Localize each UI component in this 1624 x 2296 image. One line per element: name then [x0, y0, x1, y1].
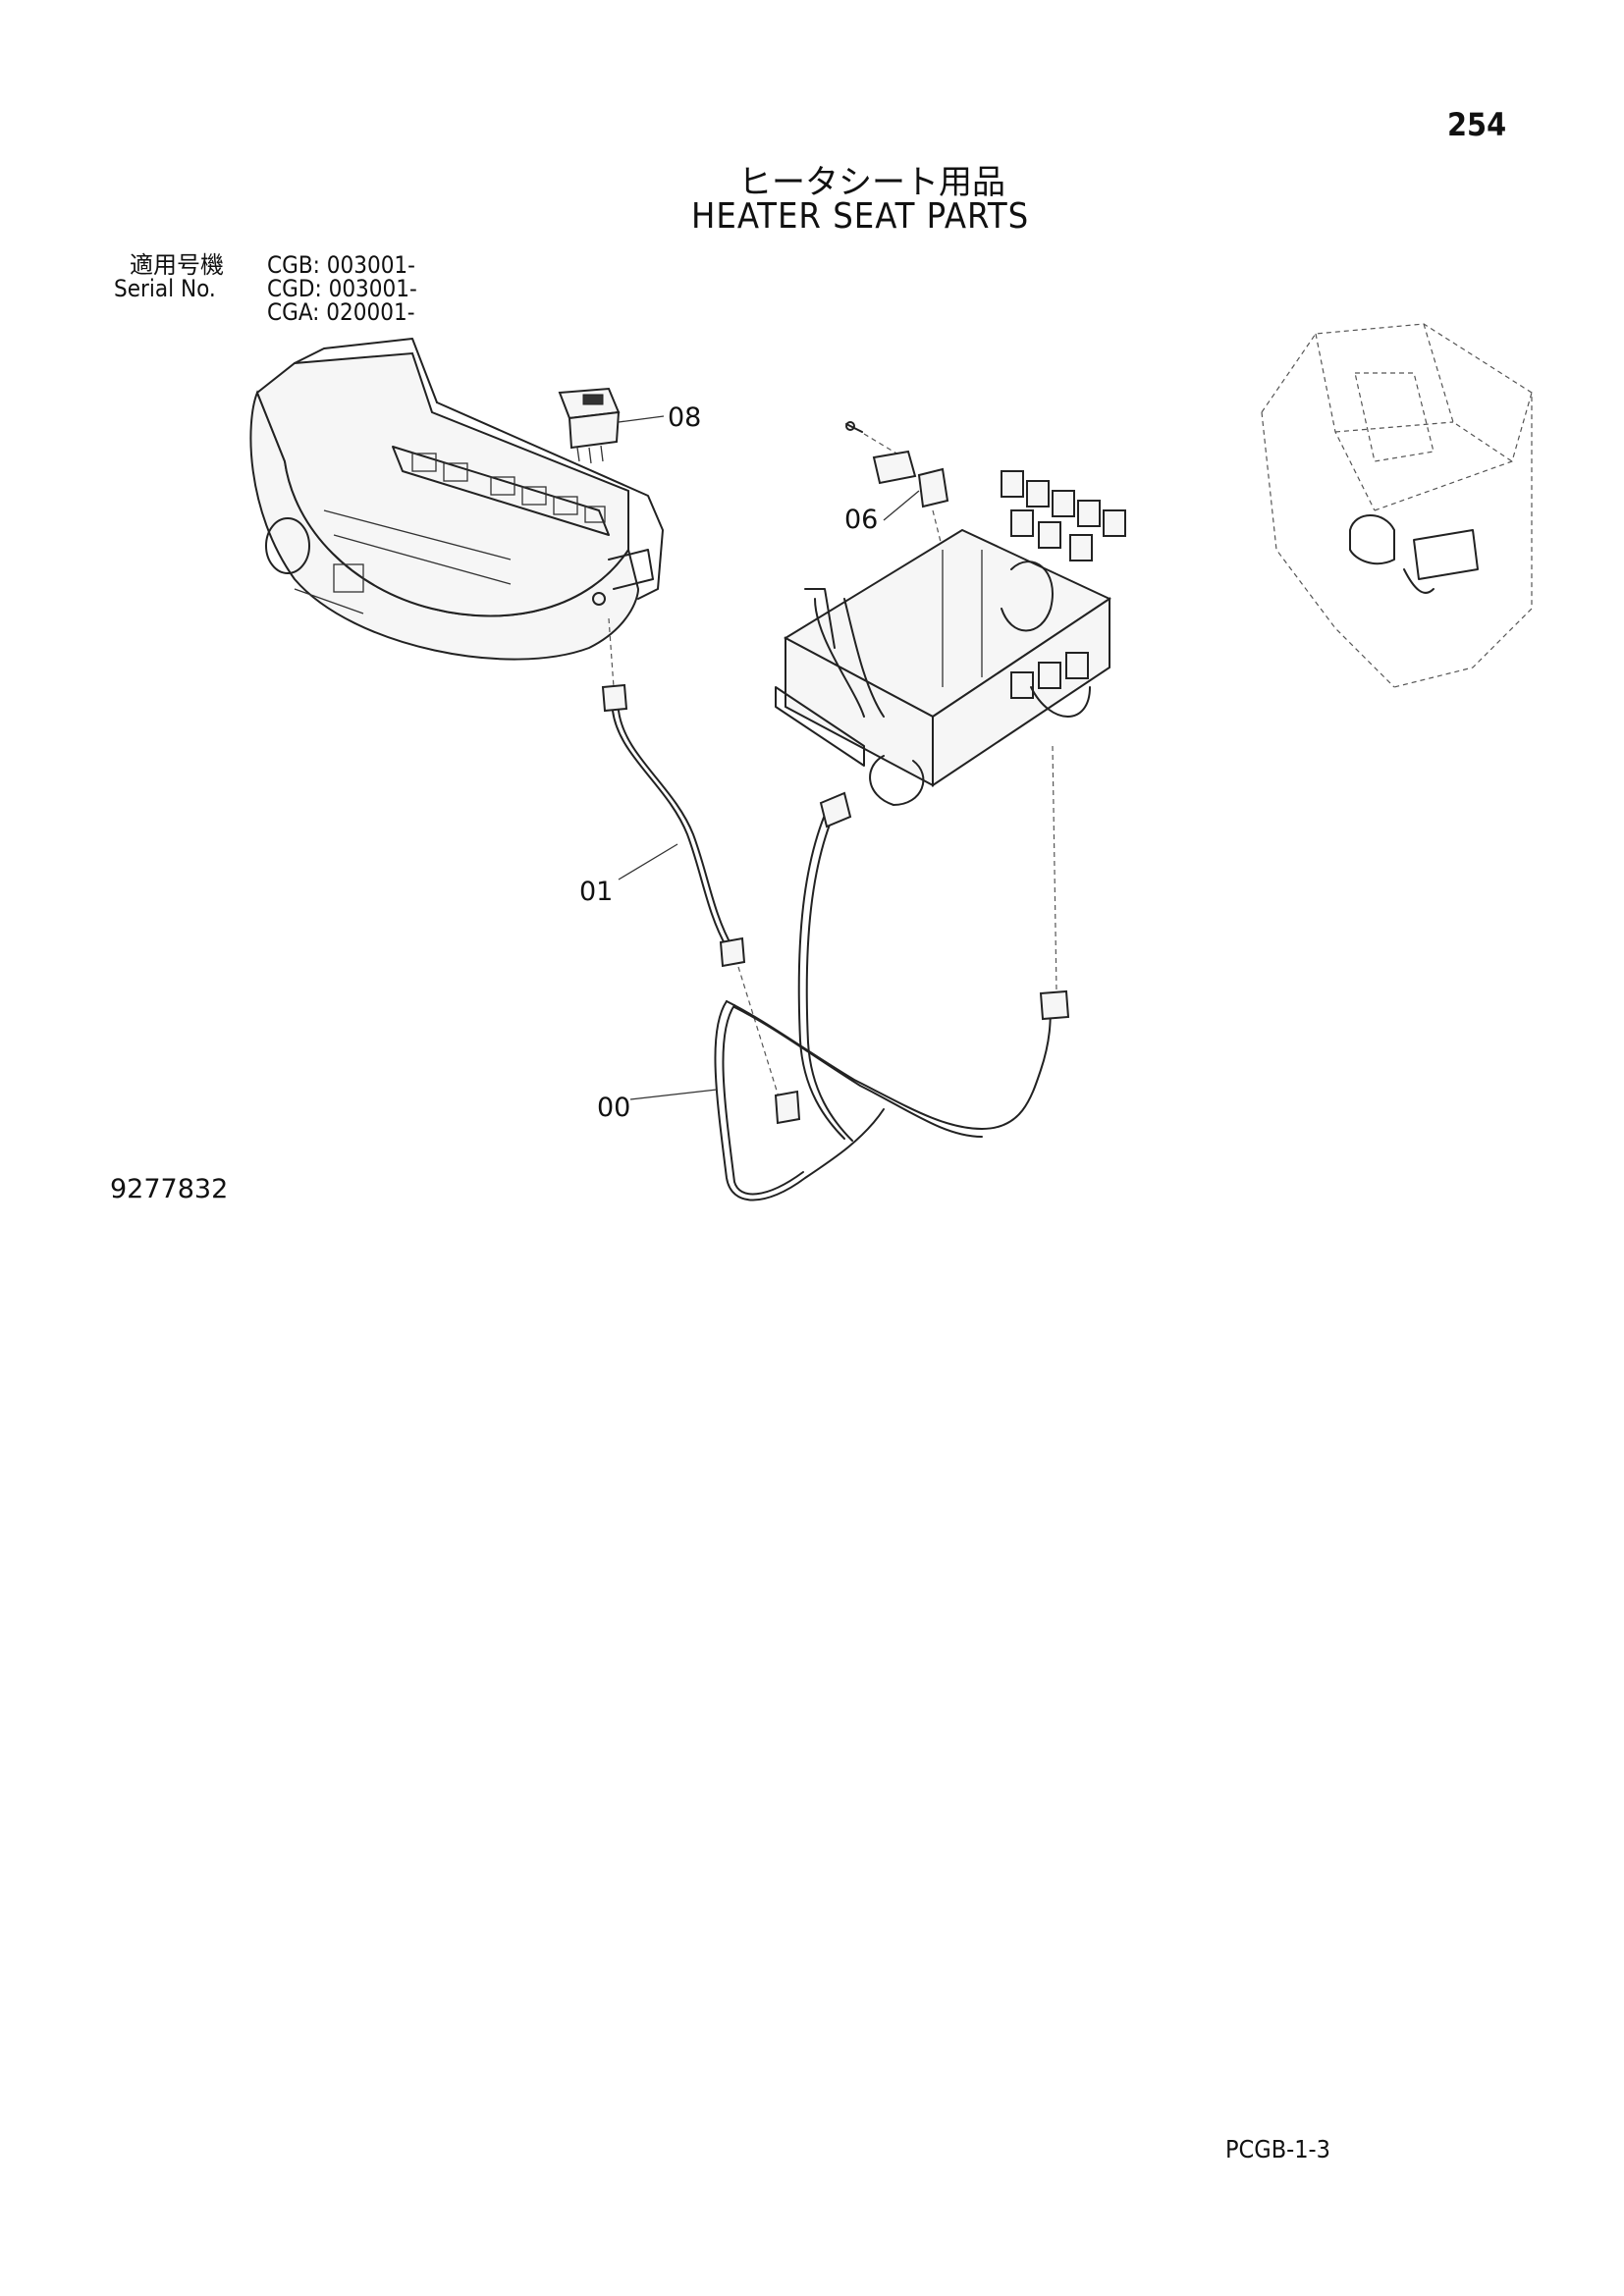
fuse-relay-box	[775, 470, 1126, 806]
callout-06: 06	[844, 505, 879, 535]
serial-range-cgb: CGB: 003001-	[267, 251, 415, 279]
page-number: 254	[1447, 106, 1507, 143]
switch-console	[249, 338, 664, 661]
callout-01: 01	[579, 877, 614, 907]
page-title-japanese: ヒータシート用品	[738, 163, 1005, 202]
callout-08: 08	[668, 402, 702, 433]
serial-range-cgd: CGD: 003001-	[267, 275, 417, 302]
serial-range-cga: CGA: 020001-	[267, 298, 415, 326]
part-08-switch	[558, 387, 665, 464]
part-01-harness	[601, 617, 746, 968]
part-06-relay	[845, 421, 953, 590]
part-00-harness	[629, 745, 1070, 1201]
serial-label-japanese: 適用号機	[130, 251, 224, 279]
cab-location-inset	[1261, 323, 1533, 688]
drawing-number: 9277832	[110, 1174, 229, 1204]
page-code: PCGB-1-3	[1225, 2135, 1330, 2163]
page-title: HEATER SEAT PARTS	[691, 196, 1030, 237]
serial-label: Serial No.	[114, 275, 216, 302]
callout-00: 00	[597, 1093, 631, 1123]
